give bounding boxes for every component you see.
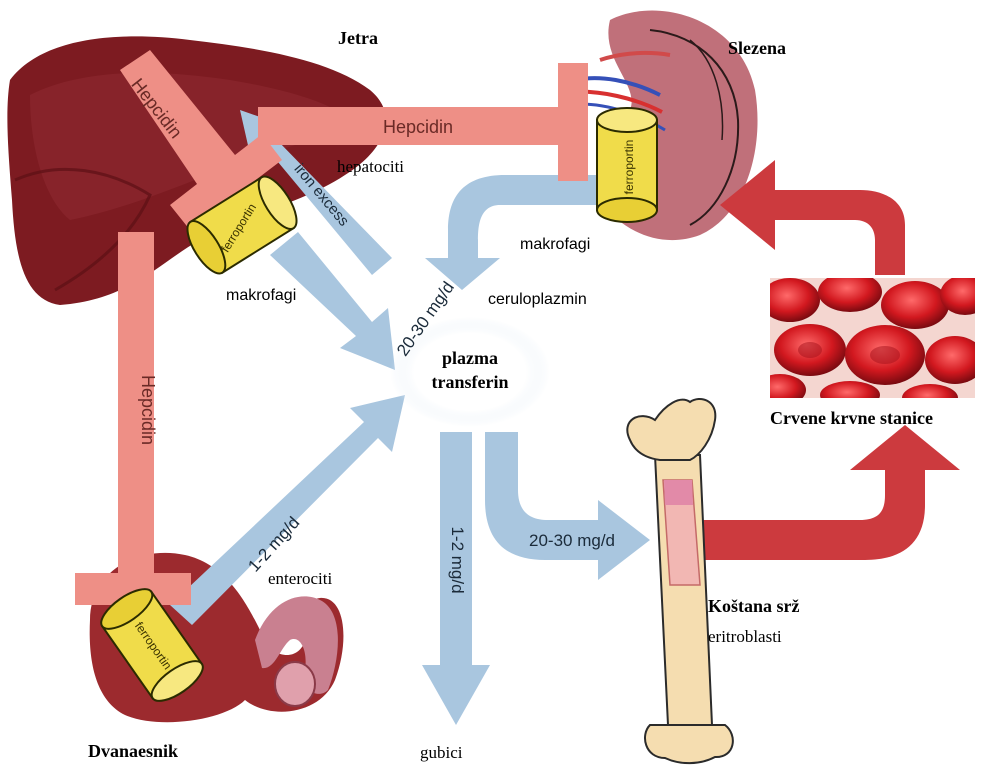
- hepcidin-label-duodenum: Hepcidin: [138, 375, 158, 445]
- losses-label: gubici: [420, 743, 463, 762]
- flow-label-losses-rate: 1-2 mg/d: [448, 526, 467, 593]
- transferrin-label: transferin: [432, 372, 509, 392]
- flow-label-to-marrow: 20-30 mg/d: [529, 531, 615, 550]
- hepatocytes-label: hepatociti: [337, 157, 404, 176]
- erythroblasts-label: eritroblasti: [708, 627, 782, 646]
- duodenum-label: Dvanaesnik: [88, 741, 178, 761]
- bone-marrow-label: Koštana srž: [708, 596, 800, 616]
- red-cells-label: Crvene krvne stanice: [770, 408, 933, 428]
- spleen-macrophages-label: makrofagi: [520, 236, 590, 253]
- hepcidin-label-spleen: Hepcidin: [383, 117, 453, 137]
- ceruloplasmin-label: ceruloplazmin: [488, 291, 587, 308]
- bone-illustration: [627, 399, 733, 763]
- hepcidin-cap-spleen: [558, 63, 588, 181]
- ferroportin-label-spleen: ferroportin: [622, 140, 636, 195]
- spleen-label: Slezena: [728, 38, 786, 58]
- red-blood-cells-image: [754, 272, 987, 412]
- plasma-label: plazma: [442, 348, 498, 368]
- enterocytes-label: enterociti: [268, 569, 332, 588]
- liver-macrophages-label: makrofagi: [226, 287, 296, 304]
- liver-label: Jetra: [338, 28, 378, 48]
